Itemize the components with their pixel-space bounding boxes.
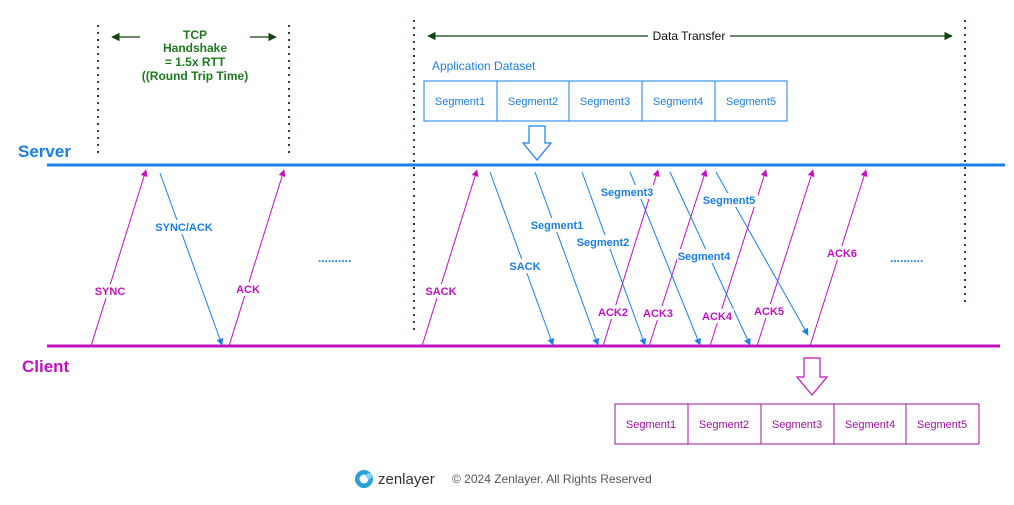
sack-down-arrow	[489, 171, 555, 346]
sack-up-arrow	[421, 169, 479, 347]
footer-brand: zenlayer	[378, 471, 435, 488]
footer-copyright: © 2024 Zenlayer. All Rights Reserved	[452, 472, 652, 486]
data-transfer-label: Data Transfer	[653, 29, 726, 43]
ack3-label: ACK3	[643, 308, 673, 320]
segment1-arrow	[534, 171, 600, 346]
ack-label: ACK	[236, 284, 260, 296]
sync-arrow	[90, 169, 148, 347]
sack-up-label: SACK	[425, 286, 456, 298]
handshake-label-line4: ((Round Trip Time)	[142, 69, 248, 83]
server-segment-label: Segment3	[580, 96, 630, 108]
footer: zenlayer © 2024 Zenlayer. All Rights Res…	[355, 470, 652, 488]
client-segment-label: Segment5	[917, 419, 967, 431]
sync-label: SYNC	[95, 286, 126, 298]
sync-ack-label: SYNC/ACK	[155, 222, 213, 234]
server-segment-row: Segment1 Segment2 Segment3 Segment4 Segm…	[423, 80, 788, 122]
handshake-label-line1: TCP	[183, 28, 207, 42]
handshake-label-line2: Handshake	[163, 41, 227, 55]
sync-ack-arrow	[159, 172, 224, 346]
ack-arrow	[228, 169, 286, 347]
server-segment-label: Segment2	[508, 96, 558, 108]
server-segment-label: Segment4	[653, 96, 703, 108]
segment1-label: Segment1	[531, 220, 584, 232]
segment2-label: Segment2	[577, 237, 630, 249]
zenlayer-logo-icon	[355, 470, 373, 488]
ack2-label: ACK2	[598, 307, 628, 319]
transfer-ellipsis: ..........	[890, 251, 923, 265]
client-segment-label: Segment3	[772, 419, 822, 431]
server-segment-box	[714, 80, 788, 122]
server-label: Server	[18, 142, 71, 161]
ack4-label: ACK4	[702, 311, 733, 323]
client-label: Client	[22, 357, 70, 376]
client-segment-box	[614, 403, 689, 445]
handshake-label-line3: = 1.5x RTT	[165, 55, 226, 69]
ack6-label: ACK6	[827, 248, 857, 260]
segment4-label: Segment4	[678, 251, 731, 263]
segment3-arrow	[629, 171, 701, 346]
server-segment-box	[641, 80, 716, 122]
client-down-arrow-icon	[795, 357, 829, 396]
server-segment-box	[568, 80, 643, 122]
client-segment-box	[905, 403, 980, 445]
segment2-arrow	[581, 171, 647, 346]
ack5-arrow	[756, 169, 815, 347]
client-segment-row: Segment1 Segment2 Segment3 Segment4 Segm…	[614, 403, 980, 445]
handshake-ellipsis: ..........	[318, 251, 351, 265]
server-segment-label: Segment1	[435, 96, 485, 108]
sack-down-label: SACK	[509, 261, 540, 273]
server-down-arrow-icon	[521, 125, 553, 161]
application-dataset-label: Application Dataset	[432, 59, 536, 73]
client-segment-box	[833, 403, 907, 445]
client-segment-label: Segment2	[699, 419, 749, 431]
client-segment-label: Segment1	[626, 419, 676, 431]
segment3-label: Segment3	[601, 187, 654, 199]
client-segment-label: Segment4	[845, 419, 895, 431]
server-segment-box	[423, 80, 498, 122]
segment5-label: Segment5	[703, 195, 756, 207]
ack5-label: ACK5	[754, 306, 784, 318]
server-segment-label: Segment5	[726, 96, 776, 108]
